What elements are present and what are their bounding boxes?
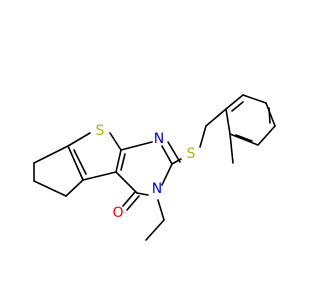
bond-benzene-2 — [242, 94, 267, 104]
bond-layer — [33, 94, 276, 241]
bond-s-c-thiophene-2 — [109, 132, 122, 151]
bond-n-ethyl-ch2 — [157, 199, 165, 221]
bond-n-c2 — [161, 145, 173, 165]
atom-label-layer: S N S N O — [96, 123, 196, 221]
atom-label-s-thiophene: S — [96, 123, 105, 139]
bond-n3-c4 — [136, 192, 149, 196]
bond-benzene-double-b — [268, 107, 271, 124]
bond-c2-n3 — [161, 163, 173, 186]
atom-label-n-ring: N — [154, 131, 164, 147]
bond-c4-o-double-2 — [126, 195, 140, 211]
bond-benzene-1 — [225, 94, 244, 110]
bond-benzene-5 — [229, 133, 259, 146]
bond-aryl-methyl — [229, 133, 234, 164]
atom-label-o-carbonyl: O — [112, 205, 123, 221]
bond-c-s-thiophene-1 — [67, 132, 91, 147]
bond-cyclohexane-4 — [65, 179, 84, 197]
bond-c2-s-thioether — [171, 158, 182, 165]
bond-c4-c4a — [115, 171, 138, 194]
bond-benzene-3 — [265, 102, 276, 127]
bond-n-c2-double — [167, 141, 181, 163]
bond-c3-c3a — [82, 171, 117, 181]
bond-c4-o-double-1 — [122, 191, 136, 207]
bond-ch2-aryl — [205, 108, 227, 127]
bond-benzene-6 — [225, 108, 231, 135]
background — [0, 0, 300, 300]
bond-benzene-4 — [257, 125, 276, 146]
bond-c3a-c7a-fusion — [115, 149, 122, 173]
bond-fusion-c3a-c7a — [67, 145, 84, 181]
bond-fusion-inner-double — [120, 153, 126, 171]
bond-benzene-double-a — [231, 101, 244, 112]
bond-cyclohexane-3 — [33, 180, 67, 197]
bond-cyclohexane-1 — [33, 145, 69, 164]
bond-ethyl-ch2-ch3 — [145, 219, 165, 241]
bond-s-ch2-benzyl — [199, 125, 207, 148]
bond-thiophene-inner-double — [73, 149, 87, 175]
molecule-structure: S N S N O — [0, 0, 300, 300]
bond-c-n-ring — [120, 141, 153, 151]
atom-label-n-ethyl: N — [152, 181, 162, 197]
molecule-canvas: S N S N O — [0, 0, 300, 300]
bond-benzene-double-c — [235, 134, 253, 142]
atom-label-s-thioether: S — [187, 146, 196, 162]
